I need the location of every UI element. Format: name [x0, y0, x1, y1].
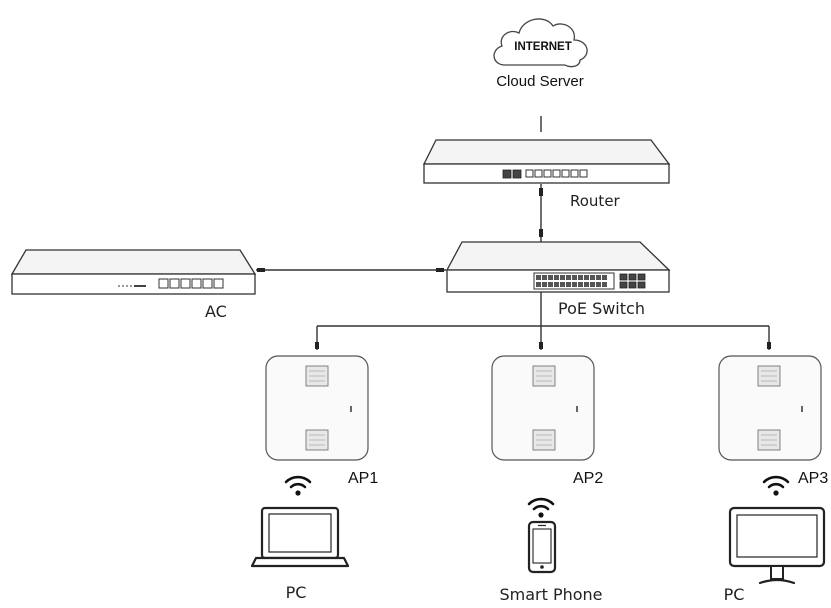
wifi-icon: [762, 475, 790, 496]
cloud-label: INTERNET: [514, 41, 572, 53]
poe-switch-device: [445, 241, 671, 293]
router-device: [422, 139, 671, 184]
cloud-caption: Cloud Server: [496, 73, 584, 90]
ap3-device: [718, 355, 822, 461]
ac-ports: [118, 278, 224, 289]
wifi-icon: [284, 475, 312, 496]
router-label: Router: [570, 192, 621, 210]
ap1-device: [265, 355, 369, 461]
smartphone-icon: [527, 520, 557, 574]
desktop-monitor-icon: [728, 506, 826, 585]
switch-label: PoE Switch: [558, 299, 645, 318]
ap2-device: [491, 355, 595, 461]
ap3-label: AP3: [798, 470, 828, 487]
client-label-pc-1: PC: [286, 583, 307, 602]
wifi-icon: [527, 497, 555, 518]
ac-label: AC: [205, 302, 227, 321]
laptop-icon: [250, 506, 350, 568]
ap1-label: AP1: [348, 470, 378, 487]
router-ports: [502, 169, 588, 179]
client-label-pc-2: PC: [724, 585, 745, 604]
switch-ports: [533, 272, 646, 290]
client-label-smartphone: Smart Phone: [499, 585, 602, 604]
switch-ap-links: [315, 292, 771, 350]
ap2-label: AP2: [573, 470, 603, 487]
cloud-icon: [493, 18, 588, 68]
router-switch-link: [539, 184, 543, 242]
ac-device: [10, 249, 257, 295]
ac-switch-link: [256, 268, 446, 272]
